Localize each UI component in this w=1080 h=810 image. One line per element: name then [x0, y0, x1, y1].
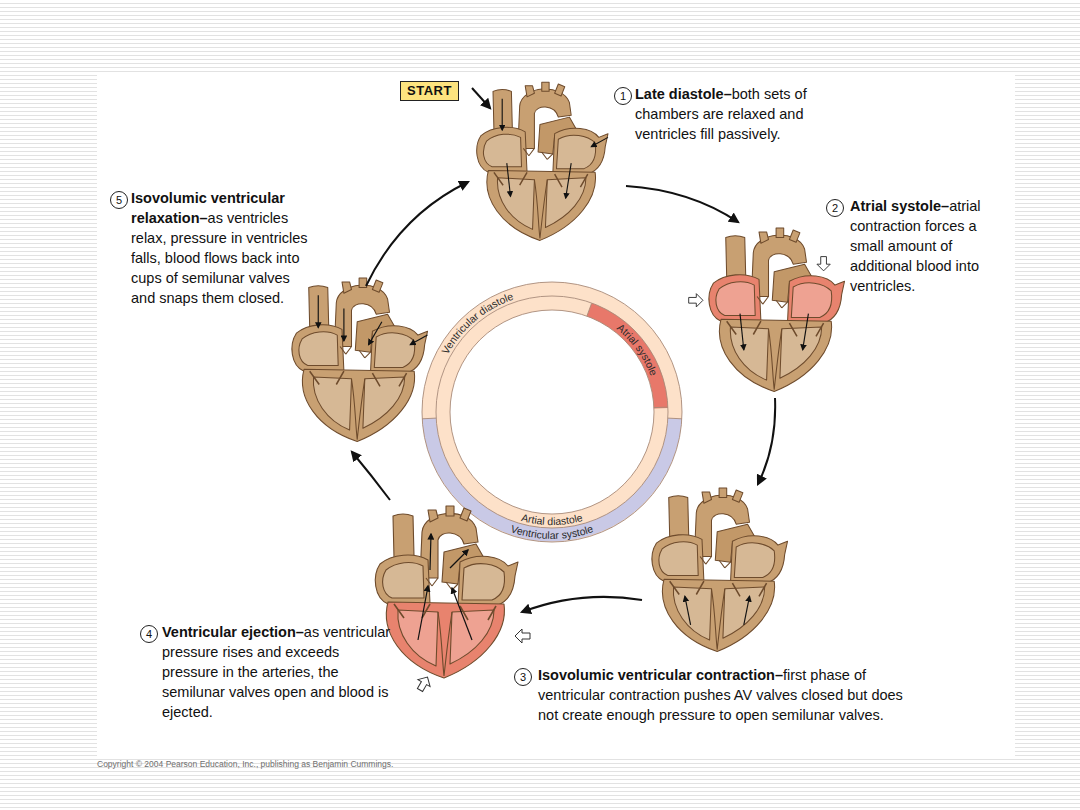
svg-text:Ventricular systole: Ventricular systole: [509, 522, 594, 541]
heart-illustration: [375, 506, 530, 694]
svg-text:Ventricular diastole: Ventricular diastole: [439, 290, 515, 356]
svg-text:Atrial systole: Atrial systole: [615, 321, 660, 377]
step-caption: Isovolumic ventricular relaxation–as ven…: [131, 188, 311, 308]
svg-text:Artial diastole: Artial diastole: [520, 511, 584, 527]
heart-illustration: [292, 278, 428, 441]
step-caption: Late diastole–both sets of chambers are …: [635, 84, 860, 144]
step-caption: Ventricular ejection–as ventricular pres…: [162, 622, 394, 722]
callout-number: 1: [614, 87, 632, 105]
start-box: START: [400, 81, 459, 101]
heart-illustration: [689, 228, 845, 391]
ring-label: Ventricular diastole: [439, 290, 515, 356]
ring-label: Ventricular systole: [509, 522, 594, 541]
step-heading: Ventricular ejection–: [162, 624, 304, 640]
step-heading: Atrial systole–: [850, 198, 949, 214]
copyright-note: Copyright © 2004 Pearson Education, Inc.…: [97, 759, 393, 770]
heart-illustration: [477, 82, 608, 240]
step-caption: Atrial systole–atrial contraction forces…: [850, 196, 1012, 296]
box-text: START: [407, 83, 452, 98]
callout-number: 5: [110, 191, 128, 209]
step-heading: Late diastole–: [635, 86, 732, 102]
step-caption: Isovolumic ventricular contraction–first…: [538, 665, 923, 725]
ring-label: Artial diastole: [520, 511, 584, 527]
callout-number: 2: [826, 199, 844, 217]
heart-illustration: [652, 488, 788, 651]
step-heading: Isovolumic ventricular contraction–: [538, 667, 783, 683]
callout-number: 3: [514, 668, 532, 686]
callout-number: 4: [140, 625, 158, 643]
cycle-arrow: [352, 88, 775, 612]
ring-label: Atrial systole: [615, 321, 660, 377]
